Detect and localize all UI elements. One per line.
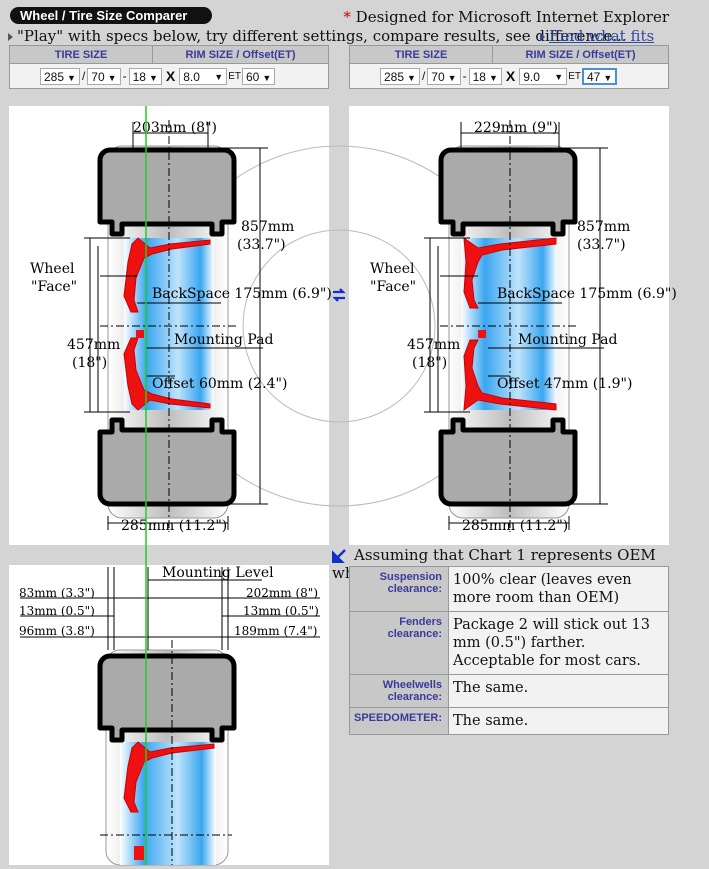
- find-link-label: Find what fits: [549, 27, 655, 45]
- result-label: Wheelwells clearance:: [348, 674, 450, 708]
- right-spec-table: TIRE SIZE RIM SIZE / Offset(ET) 285▼/70▼…: [349, 45, 669, 89]
- tire-size-header: TIRE SIZE: [349, 45, 493, 64]
- result-value: The same.: [448, 707, 669, 735]
- result-label: Fenders clearance:: [348, 611, 450, 675]
- left-aspect-select[interactable]: 70▼: [87, 67, 121, 85]
- et-label: ET: [568, 70, 581, 82]
- result-row: Wheelwells clearance: The same.: [348, 674, 669, 708]
- tire-diameter-inch-1: (33.7"): [237, 237, 286, 253]
- overlay-diagram: [97, 640, 237, 866]
- dimension-lines-3: [20, 567, 320, 650]
- rim-width-label-1: 203mm (8"): [133, 120, 217, 136]
- mounting-pad-label-1: Mounting Pad: [174, 332, 273, 348]
- rim-diameter-label-1: 457mm: [67, 337, 120, 353]
- left-dimension-1: 83mm (3.3"): [19, 586, 95, 600]
- result-value: Package 2 will stick out 13 mm (0.5") fa…: [448, 611, 669, 675]
- rim-width-label-2: 229mm (9"): [474, 120, 558, 136]
- times-sign: X: [505, 68, 516, 84]
- play-instruction: "Play" with specs below, try different s…: [8, 27, 627, 45]
- right-dimension-1: 202mm (8"): [246, 586, 318, 600]
- wheel-diagram-1: [97, 120, 237, 532]
- right-dimension-2: 13mm (0.5"): [243, 604, 319, 618]
- dimension-lines-2: [424, 122, 608, 530]
- right-dimension-3: 189mm (7.4"): [234, 624, 317, 638]
- left-tire-width-select[interactable]: 285▼: [40, 67, 80, 85]
- rim-diameter-inch-1: (18"): [72, 355, 107, 371]
- find-what-fits-link[interactable]: Find what fits: [540, 27, 654, 45]
- wheel-diagram-2: [438, 120, 578, 532]
- rim-diameter-inch-2: (18"): [412, 355, 447, 371]
- result-row: Fenders clearance: Package 2 will stick …: [348, 611, 669, 675]
- result-row: Suspension clearance: 100% clear (leaves…: [348, 566, 669, 612]
- et-label: ET: [228, 70, 241, 82]
- mounting-pad-label-2: Mounting Pad: [518, 332, 617, 348]
- swap-icon[interactable]: [330, 286, 348, 304]
- tire-diameter-label-1: 857mm: [241, 219, 294, 235]
- left-rim-width-select[interactable]: 8.0▼: [179, 67, 228, 85]
- result-value: The same.: [448, 674, 669, 708]
- designed-note: * Designed for Microsoft Internet Explor…: [343, 8, 669, 26]
- tire-diameter-inch-2: (33.7"): [577, 237, 626, 253]
- left-dimension-3: 96mm (3.8"): [19, 624, 95, 638]
- mounting-level-label: Mounting Level: [162, 565, 274, 581]
- result-value: 100% clear (leaves even more room than O…: [448, 566, 669, 612]
- rim-size-header: RIM SIZE / Offset(ET): [492, 45, 669, 64]
- result-label: SPEEDOMETER:: [348, 707, 450, 735]
- backspace-label-2: BackSpace 175mm (6.9"): [497, 286, 677, 302]
- times-sign: X: [165, 68, 176, 84]
- designed-text: Designed for Microsoft Internet Explorer: [355, 8, 669, 26]
- offset-label-2: Offset 47mm (1.9"): [497, 376, 632, 392]
- results-table: Suspension clearance: 100% clear (leaves…: [348, 566, 669, 735]
- play-text: "Play" with specs below, try different s…: [17, 27, 627, 45]
- left-dimension-2: 13mm (0.5"): [19, 604, 95, 618]
- wheel-face-label-2: "Face": [370, 279, 416, 295]
- triangle-icon: [540, 33, 545, 41]
- wheel-face-label-2: "Face": [31, 279, 77, 295]
- right-diameter-select[interactable]: 18▼: [468, 67, 502, 85]
- tire-width-label-2: 285mm (11.2"): [462, 518, 568, 534]
- right-tire-width-select[interactable]: 285▼: [380, 67, 420, 85]
- tire-size-header: TIRE SIZE: [9, 45, 153, 64]
- rim-diameter-label-2: 457mm: [407, 337, 460, 353]
- triangle-icon: [8, 33, 13, 41]
- left-spec-table: TIRE SIZE RIM SIZE / Offset(ET) 285▼/70▼…: [9, 45, 329, 89]
- arrow-down-left-icon: [332, 549, 346, 563]
- left-diameter-select[interactable]: 18▼: [128, 67, 162, 85]
- offset-label-1: Offset 60mm (2.4"): [152, 376, 287, 392]
- right-rim-width-select[interactable]: 9.0▼: [519, 67, 568, 85]
- designed-star: *: [343, 8, 351, 26]
- backspace-label-1: BackSpace 175mm (6.9"): [152, 286, 332, 302]
- result-row: SPEEDOMETER: The same.: [348, 707, 669, 735]
- right-aspect-select[interactable]: 70▼: [427, 67, 461, 85]
- rim-circle-outline: [242, 229, 436, 423]
- left-offset-select[interactable]: 60▼: [241, 67, 276, 85]
- tire-width-label-1: 285mm (11.2"): [121, 518, 227, 534]
- wheel-face-label-1: Wheel: [30, 261, 75, 277]
- tire-diameter-label-2: 857mm: [577, 219, 630, 235]
- app-title: Wheel / Tire Size Comparer: [10, 7, 212, 24]
- result-label: Suspension clearance:: [348, 566, 450, 612]
- wheel-face-label-1: Wheel: [370, 261, 415, 277]
- right-offset-select[interactable]: 47▼: [581, 67, 618, 85]
